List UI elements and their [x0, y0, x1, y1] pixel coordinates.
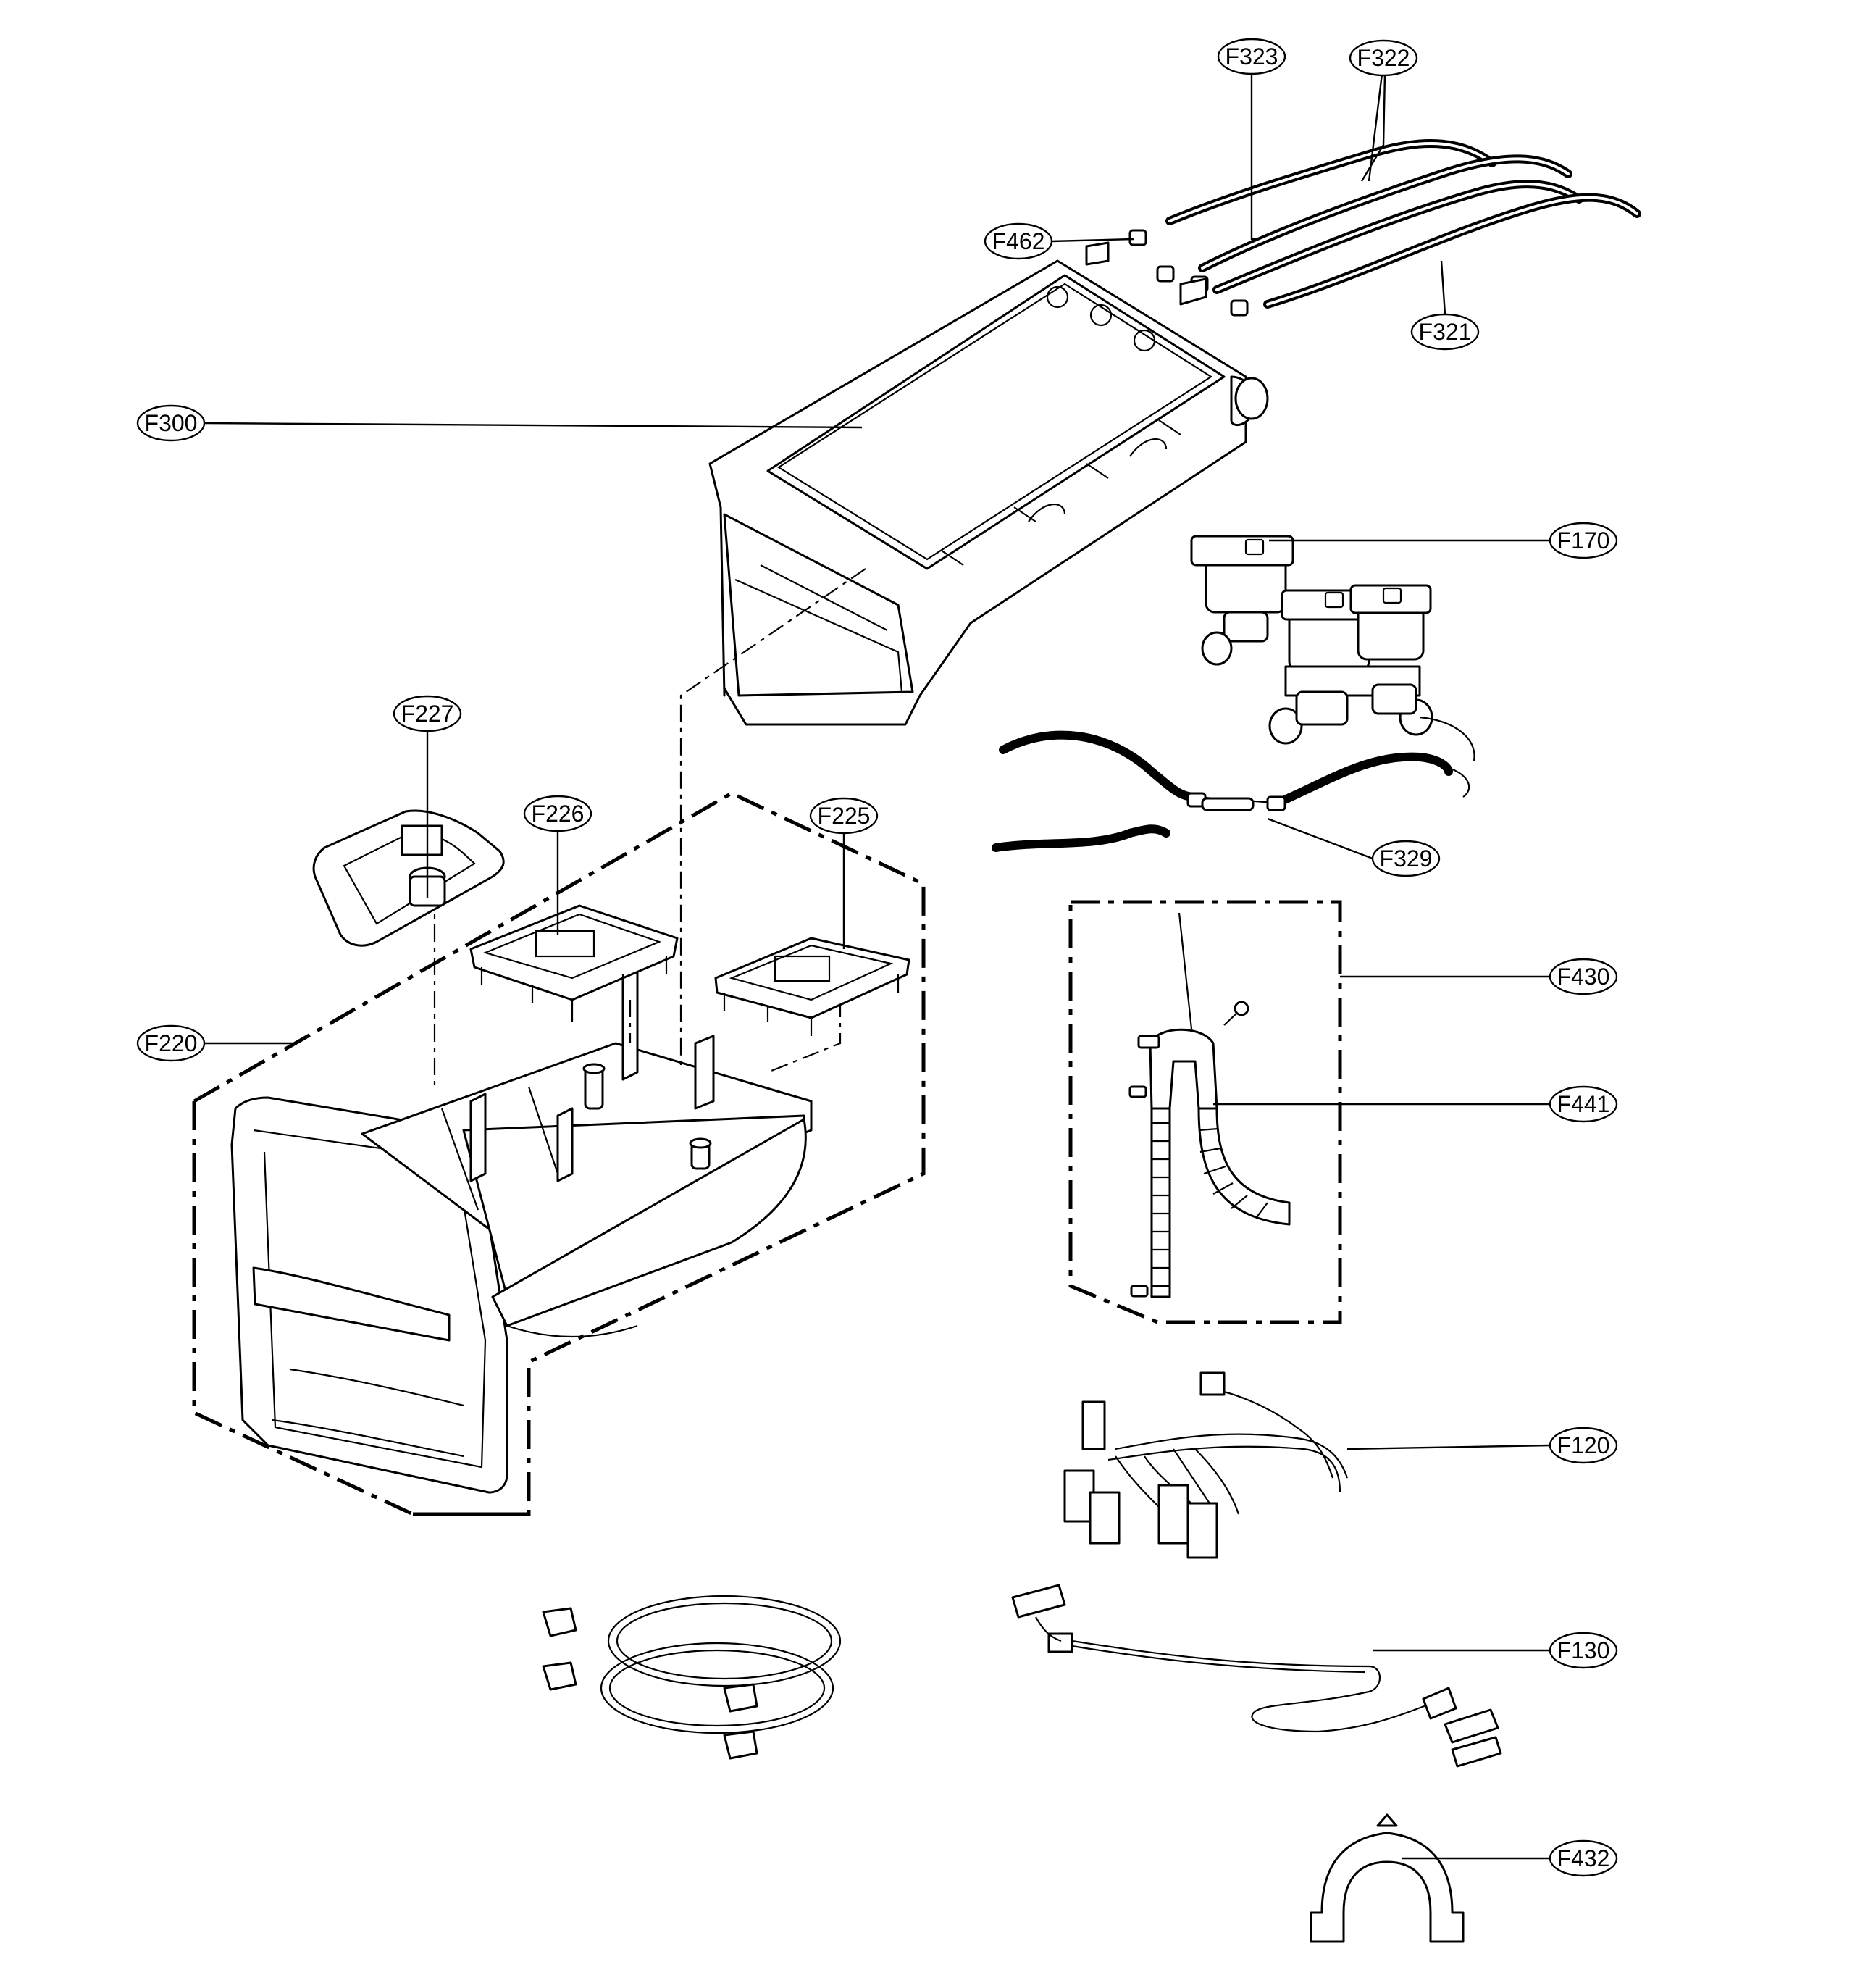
- callout-F120: F120: [1549, 1427, 1618, 1464]
- callout-F462-text: F462: [992, 228, 1045, 254]
- bleach-insert: [714, 937, 910, 1036]
- leader-lines: [204, 73, 1551, 1860]
- callout-F322-text: F322: [1357, 45, 1410, 71]
- connector-hoses: [992, 730, 1470, 852]
- wire-harness-main: [1063, 1371, 1349, 1559]
- callout-F321: F321: [1410, 313, 1480, 351]
- callout-F170-text: F170: [1557, 527, 1610, 554]
- callout-F220-text: F220: [145, 1030, 198, 1056]
- inlet-hose-coil: [542, 1595, 842, 1760]
- callout-F120-text: F120: [1557, 1432, 1610, 1458]
- drawer-group-outline: [192, 791, 926, 1516]
- callout-F441-text: F441: [1557, 1091, 1610, 1117]
- callout-F321-text: F321: [1419, 319, 1472, 345]
- callout-F430-text: F430: [1557, 964, 1610, 990]
- callout-F226: F226: [523, 795, 592, 832]
- siphon-cap: [312, 809, 505, 947]
- callout-F225-text: F225: [818, 803, 871, 829]
- callout-F220: F220: [136, 1024, 206, 1062]
- callout-F329: F329: [1371, 840, 1441, 877]
- dispenser-housing: [708, 241, 1269, 726]
- callout-F432: F432: [1549, 1839, 1618, 1877]
- callout-F300: F300: [136, 404, 206, 442]
- dispenser-drawer: [230, 955, 813, 1494]
- water-valves: [1190, 535, 1475, 761]
- callout-F322: F322: [1349, 39, 1418, 77]
- callout-F226-text: F226: [532, 801, 585, 827]
- inlet-hoses: [1165, 139, 1641, 309]
- hose-guide: [1310, 1813, 1465, 1943]
- callout-F329-text: F329: [1380, 845, 1433, 872]
- wire-harness-sub: [1011, 1584, 1502, 1768]
- callout-F323-text: F323: [1226, 43, 1278, 70]
- callout-F227: F227: [393, 695, 462, 732]
- callout-F441: F441: [1549, 1085, 1618, 1123]
- alignment-lines: [433, 568, 866, 1087]
- callout-F432-text: F432: [1557, 1845, 1610, 1871]
- callout-F227-text: F227: [401, 701, 454, 727]
- callout-F323: F323: [1217, 38, 1286, 75]
- drain-hose: [1128, 912, 1291, 1298]
- callout-F300-text: F300: [145, 410, 198, 436]
- drain-hose-group-outline: [1068, 900, 1342, 1324]
- callout-F430: F430: [1549, 958, 1618, 995]
- callout-F170: F170: [1549, 522, 1618, 559]
- callout-F130: F130: [1549, 1632, 1618, 1669]
- softener-insert: [469, 904, 679, 1022]
- callout-F130-text: F130: [1557, 1637, 1610, 1663]
- callout-F462: F462: [984, 222, 1053, 260]
- callout-F225: F225: [809, 797, 879, 835]
